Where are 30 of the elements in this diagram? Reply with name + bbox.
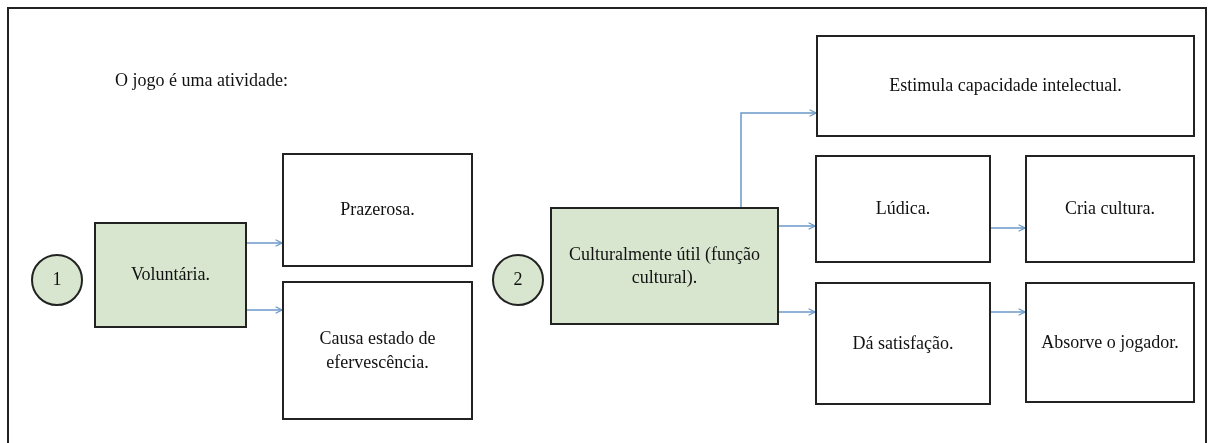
node-label: Cria cultura. [1065, 197, 1155, 221]
heading-text: O jogo é uma atividade: [115, 70, 288, 91]
node-label: Estimula capacidade intelectual. [889, 74, 1122, 98]
arrow [740, 109, 817, 208]
arrow [778, 308, 816, 316]
number-circle [492, 254, 544, 306]
node-label: Voluntária. [130, 263, 211, 287]
arrow [778, 222, 816, 230]
node-label: Culturalmente útil (função cultural). [568, 242, 761, 289]
process-box [282, 281, 473, 420]
node-label: Dá satisfação. [852, 331, 954, 355]
process-box [550, 207, 779, 325]
node-label: Prazerosa. [340, 198, 415, 222]
process-box [815, 282, 991, 405]
process-box [815, 155, 991, 263]
process-box [1025, 155, 1195, 263]
node-label: Causa estado de efervescência. [318, 327, 437, 374]
arrow [990, 308, 1026, 316]
node-label: Lúdica. [875, 197, 931, 221]
number-circle [31, 254, 83, 306]
arrow [246, 239, 283, 247]
process-box [1025, 282, 1195, 403]
node-label: 2 [513, 268, 523, 292]
arrow [990, 224, 1026, 232]
node-label: 1 [52, 268, 62, 292]
process-box [816, 35, 1195, 137]
process-box [282, 153, 473, 267]
process-box [94, 222, 247, 328]
node-label: Absorve o jogador. [1041, 330, 1179, 354]
arrow [246, 306, 283, 314]
